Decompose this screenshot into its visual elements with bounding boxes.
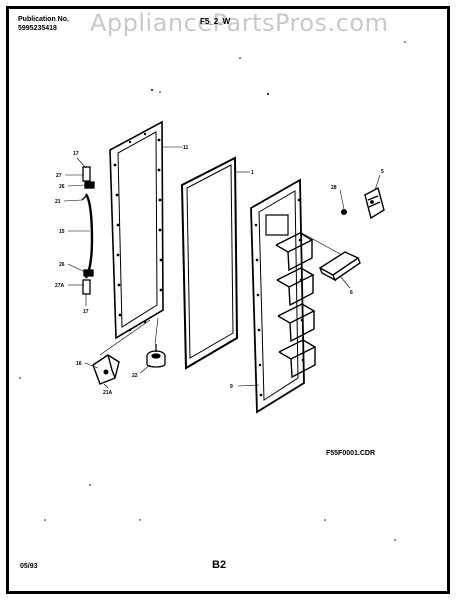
door-liner xyxy=(250,178,317,414)
screw xyxy=(341,209,347,215)
callout-21: 21 xyxy=(55,199,61,205)
diagram-frame xyxy=(6,6,450,594)
page-number: B2 xyxy=(212,559,227,571)
callout-27: 27 xyxy=(56,173,62,179)
callout-21a: 21A xyxy=(103,390,113,396)
callout-15: 15 xyxy=(59,229,65,235)
callout-27a: 27A xyxy=(55,283,65,289)
callout-26-top: 26 xyxy=(59,184,65,190)
publication-label: Publication No. xyxy=(18,16,69,23)
publication-date: 05/93 xyxy=(20,563,38,570)
handle-assembly xyxy=(81,166,95,295)
watermark: AppliancePartsPros.com xyxy=(90,9,389,37)
hinge-cover xyxy=(92,354,120,385)
door-gasket xyxy=(180,156,239,370)
callout-17-bottom: 17 xyxy=(83,309,89,315)
callout-22: 22 xyxy=(132,373,138,379)
callout-17-top: 17 xyxy=(73,151,79,157)
publication-number: 5995235418 xyxy=(18,25,57,32)
callout-5: 5 xyxy=(381,169,384,175)
callout-28: 28 xyxy=(331,185,337,191)
cam-bushing xyxy=(146,344,166,368)
callout-11: 11 xyxy=(183,145,189,151)
bracket xyxy=(364,186,385,220)
door-gasket-frame xyxy=(109,120,164,340)
callout-6: 6 xyxy=(350,290,353,296)
model-number: F5_2_W xyxy=(200,17,231,26)
callout-9: 9 xyxy=(230,384,233,390)
drawing-file-reference: F55F0001.CDR xyxy=(326,450,376,457)
callout-1: 1 xyxy=(251,170,254,176)
shelf-bar xyxy=(318,251,361,282)
callout-26-bottom: 26 xyxy=(59,262,65,268)
callout-16: 16 xyxy=(76,361,82,367)
callouts: 11 1 17 27 26 21 15 26 27A 17 16 21A 22 … xyxy=(55,145,384,396)
scan-specks xyxy=(19,41,406,541)
leader-lines xyxy=(63,146,381,389)
